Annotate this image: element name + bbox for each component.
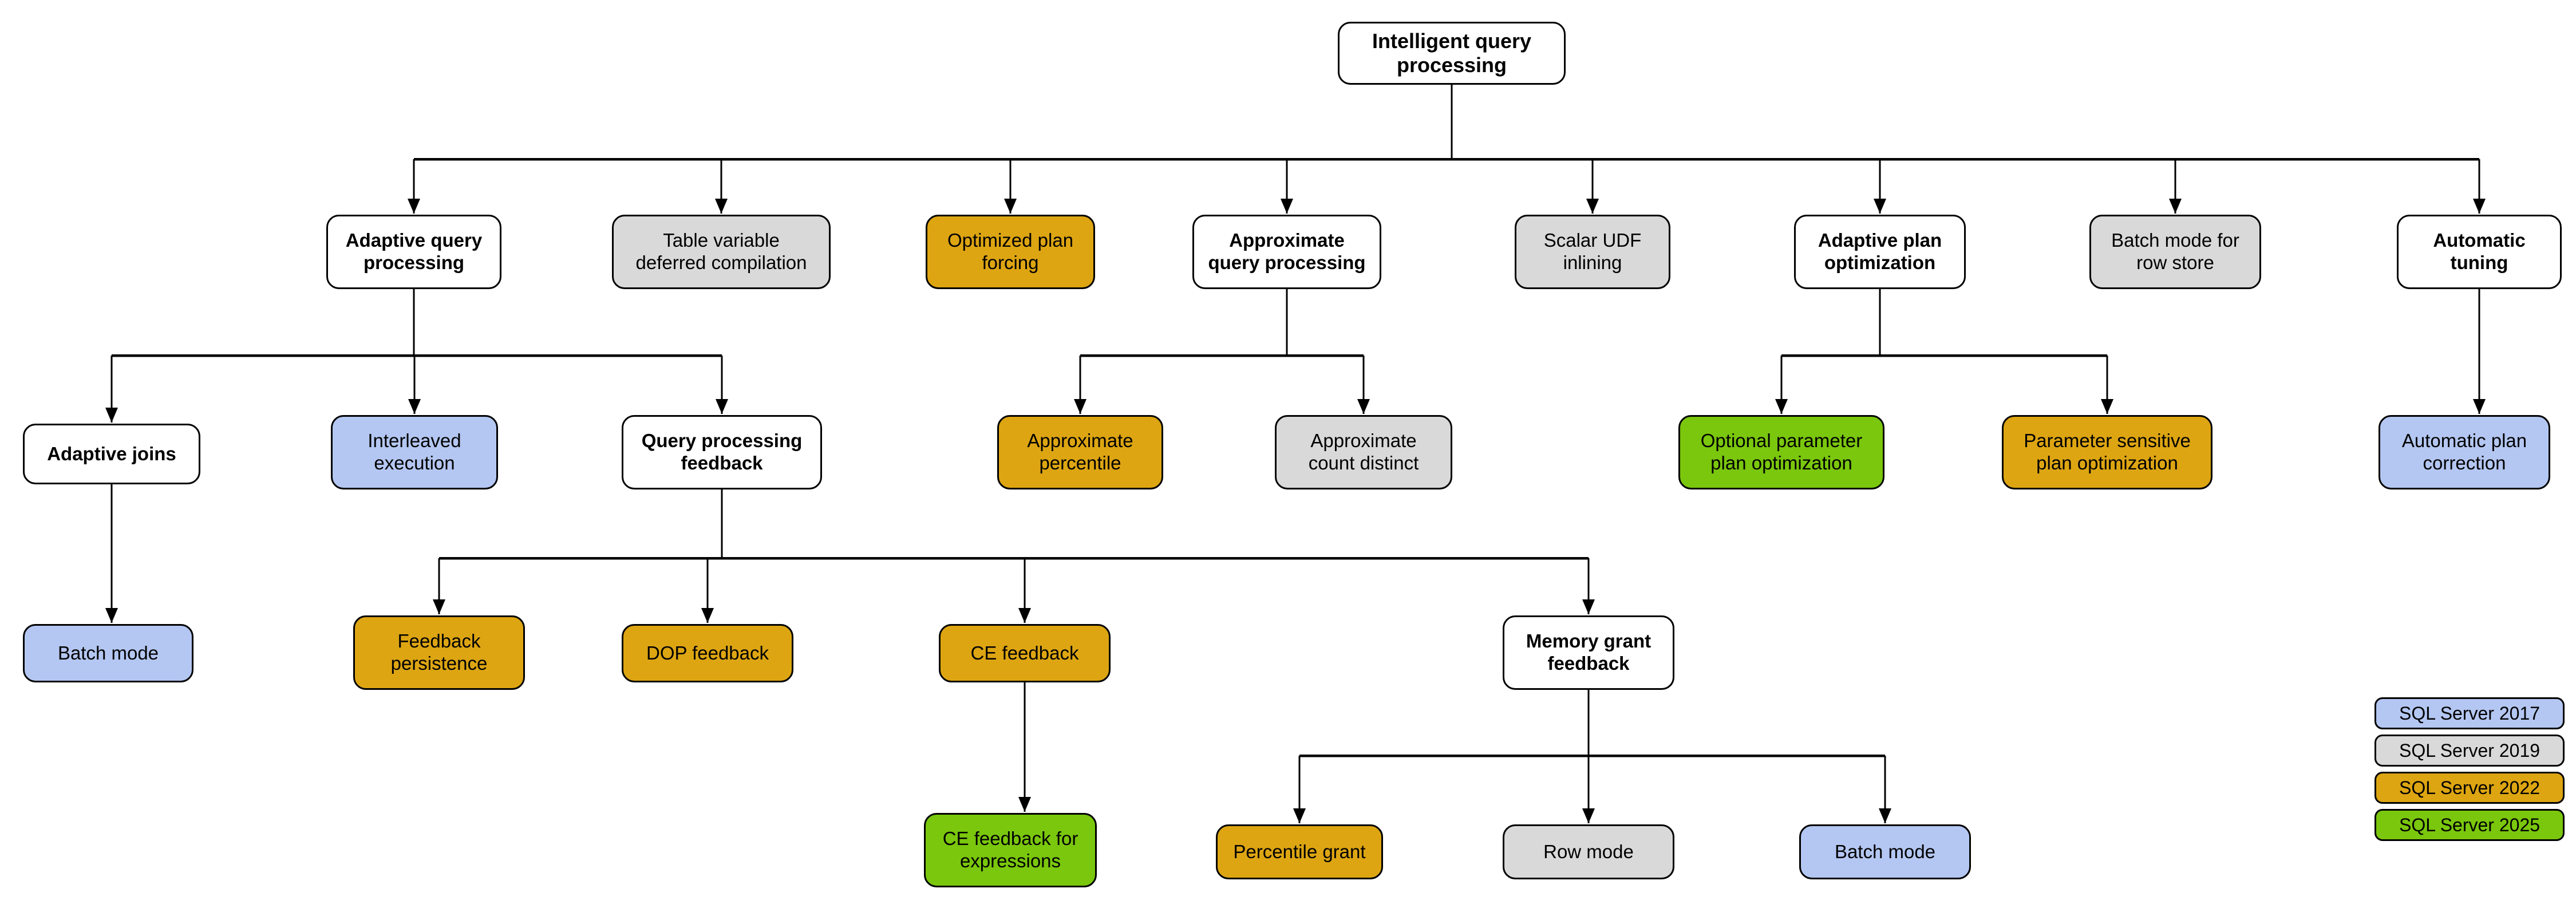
node-adaptive-query-processing[interactable]: Adaptive query processing (326, 215, 501, 289)
arrowhead-approximate-percentile (1074, 399, 1086, 414)
node-label: CE feedback for expressions (942, 828, 1078, 871)
arrowhead-approximate-query-processing (1281, 199, 1293, 214)
arrowhead-memory-grant-feedback (1582, 599, 1595, 614)
node-label: Automatic plan correction (2401, 430, 2527, 473)
arrowhead-adaptive-joins (105, 408, 118, 423)
arrowhead-optimized-plan-forcing (1004, 199, 1017, 214)
node-adaptive-joins[interactable]: Adaptive joins (23, 424, 200, 484)
arrowhead-dop-feedback (701, 608, 714, 623)
node-label: Batch mode (57, 642, 159, 664)
legend-item-label: SQL Server 2019 (2399, 740, 2541, 761)
node-memory-grant-feedback[interactable]: Memory grant feedback (1503, 615, 1674, 690)
node-interleaved-execution[interactable]: Interleaved execution (331, 415, 498, 489)
legend-item-label: SQL Server 2025 (2399, 814, 2541, 835)
node-ce-feedback-for-expressions[interactable]: CE feedback for expressions (924, 813, 1097, 887)
node-label: CE feedback (970, 642, 1079, 664)
node-ce-feedback[interactable]: CE feedback (939, 624, 1111, 682)
arrowhead-batch-mode-mgf (1879, 808, 1891, 823)
arrowhead-approximate-count-distinct (1357, 399, 1370, 414)
node-percentile-grant[interactable]: Percentile grant (1216, 824, 1383, 879)
node-label: Intelligent query processing (1372, 29, 1532, 77)
arrowhead-parameter-sensitive-plan-optimization (2101, 399, 2113, 414)
node-label: Row mode (1543, 840, 1634, 862)
arrowhead-percentile-grant (1293, 808, 1306, 823)
arrowhead-ce-feedback (1018, 608, 1031, 623)
node-approximate-query-processing[interactable]: Approximate query processing (1192, 215, 1381, 289)
node-parameter-sensitive-plan-optimization[interactable]: Parameter sensitive plan optimization (2002, 415, 2212, 489)
node-optional-parameter-plan-optimization[interactable]: Optional parameter plan optimization (1678, 415, 1884, 489)
arrowhead-table-variable-deferred-compilation (715, 199, 728, 214)
node-dop-feedback[interactable]: DOP feedback (622, 624, 793, 682)
node-query-processing-feedback[interactable]: Query processing feedback (622, 415, 822, 489)
legend-item-blue: SQL Server 2017 (2374, 697, 2565, 729)
node-root[interactable]: Intelligent query processing (1338, 22, 1566, 85)
node-batch-mode-mgf[interactable]: Batch mode (1799, 824, 1971, 879)
legend-item-orange: SQL Server 2022 (2374, 772, 2565, 804)
legend-item-green: SQL Server 2025 (2374, 809, 2565, 841)
arrowhead-batch-mode-for-row-store (2169, 199, 2182, 214)
node-label: Adaptive plan optimization (1818, 230, 1942, 273)
arrowhead-feedback-persistence (433, 599, 445, 614)
node-batch-mode-for-row-store[interactable]: Batch mode for row store (2089, 215, 2261, 289)
node-label: Approximate query processing (1208, 230, 1366, 273)
node-label: Batch mode for row store (2111, 230, 2239, 273)
node-label: Automatic tuning (2433, 230, 2526, 273)
node-label: Table variable deferred compilation (635, 230, 807, 273)
node-approximate-percentile[interactable]: Approximate percentile (997, 415, 1163, 489)
arrowhead-adaptive-plan-optimization (1874, 199, 1886, 214)
node-label: Memory grant feedback (1526, 630, 1652, 674)
arrowhead-scalar-udf-inlining (1586, 199, 1599, 214)
node-label: Adaptive query processing (345, 230, 483, 273)
node-label: Optional parameter plan optimization (1700, 430, 1863, 473)
arrowhead-automatic-plan-correction (2473, 399, 2486, 414)
node-label: Adaptive joins (47, 443, 176, 464)
node-label: Scalar UDF inlining (1543, 230, 1642, 273)
arrowhead-adaptive-query-processing (408, 199, 420, 214)
arrowhead-batch-mode (105, 608, 118, 623)
node-label: Query processing feedback (641, 430, 803, 473)
legend-item-label: SQL Server 2022 (2399, 777, 2541, 798)
arrowhead-ce-feedback-for-expressions (1018, 797, 1031, 812)
node-batch-mode[interactable]: Batch mode (23, 624, 193, 682)
node-label: Interleaved execution (368, 430, 461, 473)
node-label: Approximate count distinct (1308, 430, 1419, 473)
arrowhead-query-processing-feedback (716, 399, 728, 414)
node-optimized-plan-forcing[interactable]: Optimized plan forcing (926, 215, 1095, 289)
node-feedback-persistence[interactable]: Feedback persistence (353, 615, 525, 690)
arrowhead-interleaved-execution (408, 399, 421, 414)
arrowhead-automatic-tuning (2473, 199, 2486, 214)
node-scalar-udf-inlining[interactable]: Scalar UDF inlining (1515, 215, 1670, 289)
node-label: Approximate percentile (1027, 430, 1133, 473)
node-table-variable-deferred-compilation[interactable]: Table variable deferred compilation (612, 215, 831, 289)
arrowhead-optional-parameter-plan-optimization (1775, 399, 1788, 414)
legend-item-label: SQL Server 2017 (2399, 702, 2541, 724)
node-adaptive-plan-optimization[interactable]: Adaptive plan optimization (1794, 215, 1966, 289)
node-row-mode[interactable]: Row mode (1503, 824, 1674, 879)
arrowhead-row-mode (1582, 808, 1595, 823)
node-automatic-tuning[interactable]: Automatic tuning (2397, 215, 2562, 289)
node-approximate-count-distinct[interactable]: Approximate count distinct (1275, 415, 1452, 489)
node-automatic-plan-correction[interactable]: Automatic plan correction (2379, 415, 2550, 489)
node-label: Feedback persistence (390, 630, 488, 674)
legend-item-gray: SQL Server 2019 (2374, 735, 2565, 767)
node-label: Optimized plan forcing (947, 230, 1074, 273)
node-label: Batch mode (1834, 840, 1936, 862)
node-label: DOP feedback (646, 642, 769, 664)
node-label: Parameter sensitive plan optimization (2024, 430, 2191, 473)
node-label: Percentile grant (1233, 840, 1366, 862)
